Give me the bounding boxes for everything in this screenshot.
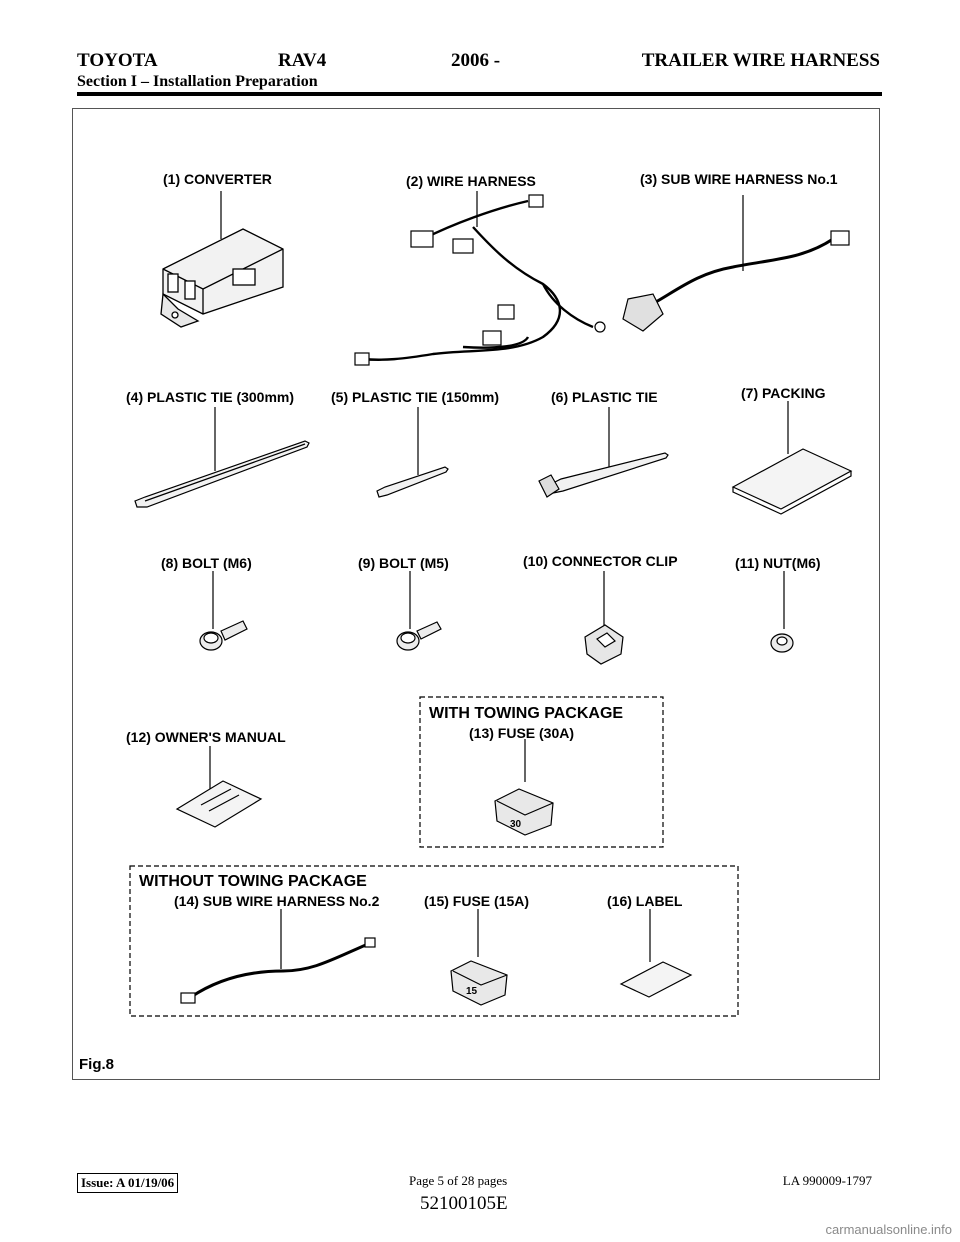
part-label-fuse-15: (15) FUSE (15A) (424, 893, 530, 909)
part-label-bolt-m5: (9) BOLT (M5) (358, 555, 449, 571)
part-label-converter: (1) CONVERTER (163, 171, 272, 187)
header-year: 2006 - (451, 50, 501, 71)
parts-figure: 30 15 (1) CONVERTER (2) WIRE HARNESS (3)… (72, 108, 880, 1080)
tie-300-drawing (134, 440, 310, 508)
tie-clip-drawing (538, 452, 669, 498)
part-label-nut: (11) NUT(M6) (735, 555, 821, 571)
watermark: carmanualsonline.info (825, 1222, 952, 1237)
fuse-30-mark: 30 (510, 819, 522, 830)
with-towing-box (419, 696, 664, 848)
label-drawing (619, 961, 693, 998)
without-towing-box (129, 865, 739, 1017)
part-label-manual: (12) OWNER'S MANUAL (126, 729, 286, 745)
connector-clip-drawing (584, 624, 624, 665)
without-towing-heading: WITHOUT TOWING PACKAGE (139, 873, 367, 890)
part-code: 52100105E (420, 1193, 508, 1214)
part-label-label: (16) LABEL (607, 893, 683, 909)
sub-harness-2-drawing (180, 937, 376, 1004)
bolt-m6-drawing (199, 620, 248, 651)
part-label-fuse-30: (13) FUSE (30A) (469, 725, 575, 741)
tie-150-drawing (376, 466, 449, 498)
part-label-connector-clip: (10) CONNECTOR CLIP (523, 553, 678, 569)
header-model: RAV4 (278, 50, 327, 71)
manual-drawing (175, 780, 263, 828)
parts-drawing: 30 15 (129, 191, 853, 1017)
wire-harness-drawing (362, 199, 594, 361)
fuse-15-drawing (450, 960, 508, 1006)
part-label-tie-150: (5) PLASTIC TIE (150mm) (331, 389, 500, 405)
page-number: Page 5 of 28 pages (409, 1173, 508, 1188)
part-label-bolt-m6: (8) BOLT (M6) (161, 555, 252, 571)
section-title: Section I – Installation Preparation (77, 73, 318, 90)
with-towing-heading: WITH TOWING PACKAGE (429, 705, 624, 722)
part-label-tie-300: (4) PLASTIC TIE (300mm) (126, 389, 295, 405)
part-label-tie: (6) PLASTIC TIE (551, 389, 658, 405)
packing-drawing (731, 448, 853, 515)
fuse-30-drawing (494, 788, 554, 836)
converter-drawing (160, 228, 284, 328)
part-label-sub-harness-2: (14) SUB WIRE HARNESS No.2 (174, 893, 380, 909)
sub-harness-1-drawing (622, 230, 850, 332)
issue-box: Issue: A 01/19/06 (77, 1173, 179, 1193)
figure-number: Fig.8 (79, 1056, 115, 1073)
bolt-m5-drawing (396, 621, 442, 651)
fuse-15-mark: 15 (466, 986, 478, 997)
header-make: TOYOTA (77, 50, 158, 71)
part-label-wire-harness: (2) WIRE HARNESS (406, 173, 536, 189)
document-number: LA 990009-1797 (782, 1173, 872, 1188)
part-label-packing: (7) PACKING (741, 385, 826, 401)
nut-drawing (770, 633, 794, 653)
header-title: TRAILER WIRE HARNESS (641, 50, 880, 71)
part-label-sub-harness-1: (3) SUB WIRE HARNESS No.1 (640, 171, 838, 187)
header-rule (77, 92, 882, 96)
